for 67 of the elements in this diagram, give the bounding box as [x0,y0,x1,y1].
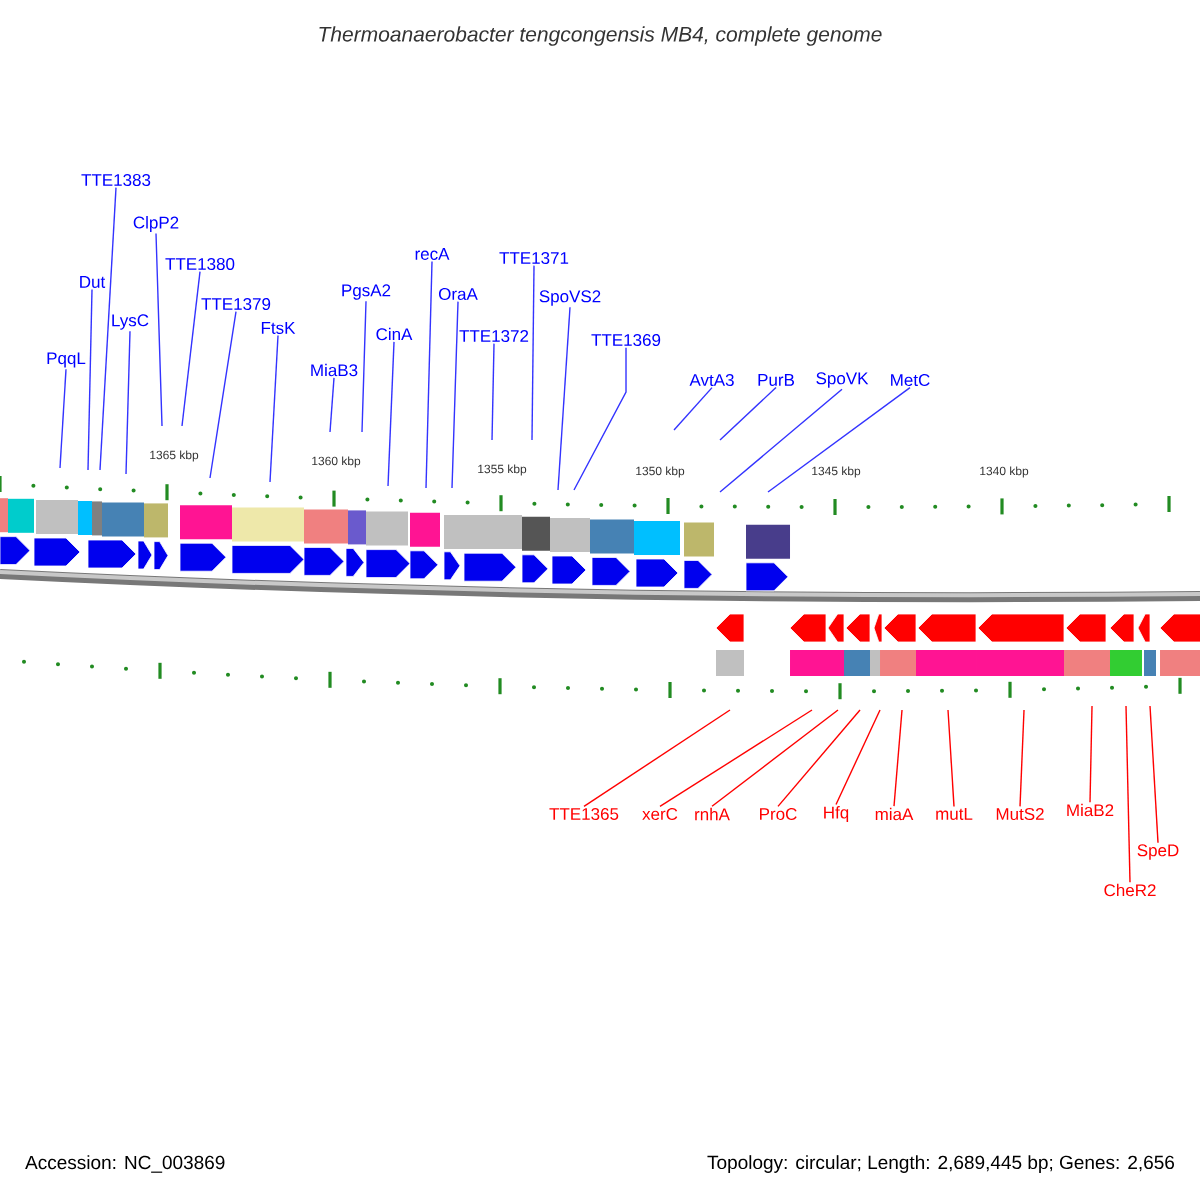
gene-label: TTE1380 [165,258,235,270]
leader-line [767,386,911,493]
gene-label: Dut [80,276,106,288]
leader-line [1125,705,1131,883]
gene-label: PurB [758,374,794,386]
leader-line [1089,705,1093,803]
leader-line [209,310,237,479]
gene-label: PgsA2 [342,284,391,300]
leader-line [531,264,535,441]
gene-label: TTE1383 [81,174,151,186]
leader-line [583,709,731,808]
leader-line [181,270,201,427]
leader-line [659,709,813,808]
gene-label: MetC [891,374,930,386]
gene-label: PqqL [47,352,86,368]
gene-label: ProC [760,808,797,820]
leader-line [87,288,93,471]
leader-line [1019,709,1025,808]
leader-line [99,186,117,471]
gene-label: SpoVS2 [539,290,601,306]
leader-line [329,377,335,433]
gene-label: TTE1372 [459,330,529,342]
leader-line [719,388,843,493]
leader-line [491,342,495,441]
gene-label: MutS2 [996,808,1044,820]
leader-line [947,709,955,808]
gene-label: TTE1379 [201,298,271,310]
gene-label: Hfq [824,806,849,822]
footer-text: Topology: circular; Length: 2,689,445 bp; Genes: 2,656 [707,1155,1175,1173]
leader-line [125,330,131,475]
leader-line [673,386,713,431]
leader-line [387,341,395,487]
leader-line [1149,705,1159,844]
leader-line [59,368,67,469]
gene-label: MiaB2 [1067,803,1114,817]
gene-label: FtsK [261,322,296,334]
gene-label: TTE1371 [499,252,569,264]
gene-label: LysC [112,314,149,330]
leader-line [711,709,839,807]
gene-label: CinA [376,327,413,341]
leader-line [451,300,459,489]
gene-label: rnhA [695,807,730,821]
leader-line [893,709,903,807]
gene-label: MiaB3 [311,363,358,377]
gene-label: SpeD [1137,844,1179,860]
leader-line [269,334,279,483]
gene-label: TTE1369 [591,334,661,346]
leader-line [719,386,777,441]
gene-label: TTE1365 [549,808,619,820]
leader-line [777,709,861,808]
gene-label: ClpP2 [133,216,179,232]
gene-label: mutL [936,808,973,820]
gene-label: SpoVK [816,372,869,388]
leader-line [835,709,881,806]
gene-label: AvtA3 [689,374,734,386]
leader-line [155,232,163,427]
footer-text: Accession: NC_003869 [25,1155,225,1173]
leader-line [425,260,433,489]
leader-line [361,300,367,433]
leader-line [573,346,627,491]
gene-label: recA [415,248,450,260]
leader-line [557,306,571,491]
title: Thermoanaerobacter tengcongensis MB4, complete genome [319,26,882,46]
gene-label: CheR2 [1104,883,1156,897]
gene-label: xerC [642,808,678,820]
gene-label: OraA [439,288,478,300]
gene-label: miaA [875,807,914,821]
